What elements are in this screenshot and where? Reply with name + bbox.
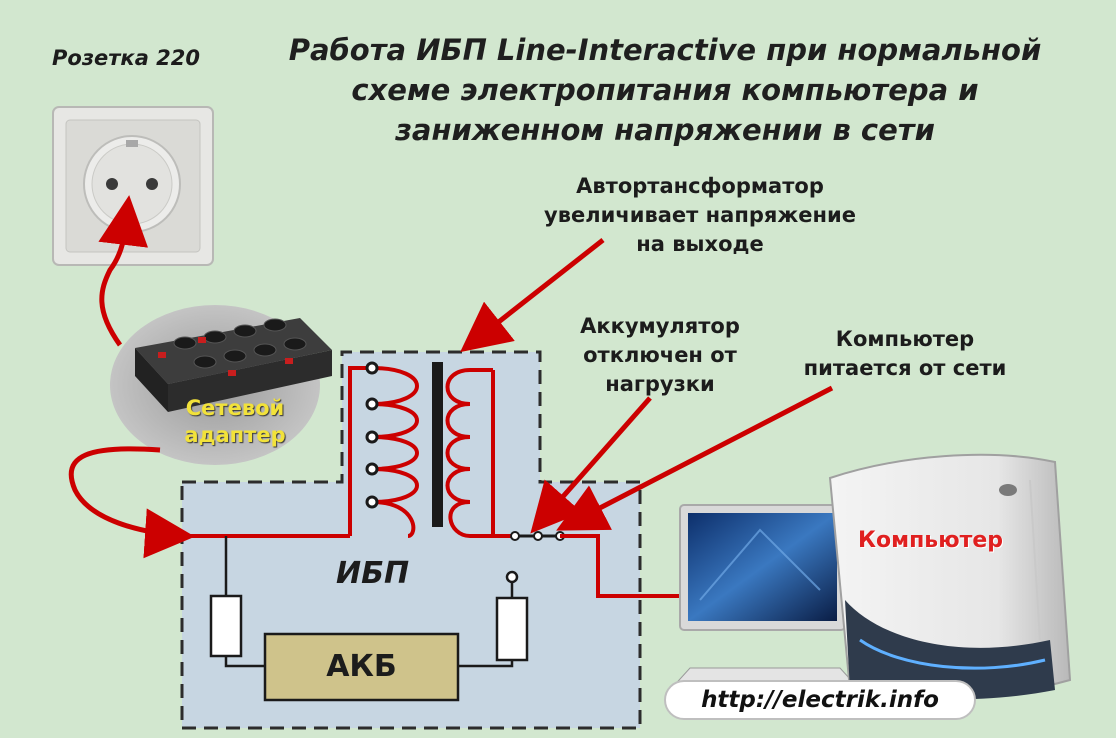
secondary-winding bbox=[445, 368, 495, 538]
title-line-1: Работа ИБП Line-Interactive при нормальн… bbox=[288, 33, 1042, 67]
adapter-label: Сетевой адаптер bbox=[160, 395, 310, 449]
battery-annotation-line-1: Аккумулятор bbox=[580, 314, 740, 338]
autotransformer-line-3: на выходе bbox=[636, 232, 764, 256]
adapter-label-line-2: адаптер bbox=[184, 423, 286, 447]
page-title: Работа ИБП Line-Interactive при нормальн… bbox=[240, 30, 1090, 150]
battery-annotation-line-3: нагрузки bbox=[605, 372, 715, 396]
arrow-computer-powered bbox=[556, 385, 834, 531]
computer-power-line-2: питается от сети bbox=[803, 356, 1007, 380]
arrow-battery-disconnected bbox=[530, 396, 652, 534]
primary-winding bbox=[348, 366, 419, 538]
monitor-icon bbox=[668, 504, 862, 691]
battery-akb bbox=[263, 632, 460, 702]
computer-power-line-1: Компьютер bbox=[835, 327, 975, 351]
adapter-label-line-1: Сетевой bbox=[185, 396, 285, 420]
computer-tower-icon bbox=[828, 453, 1072, 700]
power-strip-icon bbox=[110, 305, 332, 465]
wire-outlet-to-adapter bbox=[98, 195, 149, 347]
transformer-core bbox=[432, 362, 443, 527]
source-url-link[interactable]: http://electrik.info bbox=[664, 680, 976, 720]
battery-annotation-line-2: отключен от bbox=[583, 343, 737, 367]
wall-outlet-icon bbox=[52, 106, 214, 266]
resistor-left bbox=[209, 594, 243, 658]
autotransformer-line-1: Автортансформатор bbox=[576, 174, 824, 198]
autotransformer-line-2: увеличивает напряжение bbox=[544, 203, 856, 227]
autotransformer-annotation: Автортансформатор увеличивает напряжение… bbox=[500, 172, 900, 259]
battery-annotation: Аккумулятор отключен от нагрузки bbox=[555, 312, 765, 399]
title-line-3: заниженном напряжении в сети bbox=[395, 113, 935, 147]
transformer-tap-points bbox=[365, 361, 379, 509]
arrow-autotransformer bbox=[460, 238, 605, 353]
transfer-switch bbox=[510, 531, 565, 541]
battery-circuit bbox=[224, 536, 514, 668]
title-line-2: схеме электропитания компьютера и bbox=[351, 73, 979, 107]
battery-switch-contact bbox=[505, 570, 519, 584]
ups-label: ИБП bbox=[336, 556, 410, 591]
akb-label: АКБ bbox=[326, 649, 397, 684]
wire-adapter-to-ups bbox=[68, 446, 195, 559]
outlet-label: Розетка 220 bbox=[52, 46, 201, 70]
computer-label: Компьютер bbox=[858, 528, 1003, 553]
computer-power-annotation: Компьютер питается от сети bbox=[770, 325, 1040, 383]
resistor-right bbox=[495, 596, 529, 662]
